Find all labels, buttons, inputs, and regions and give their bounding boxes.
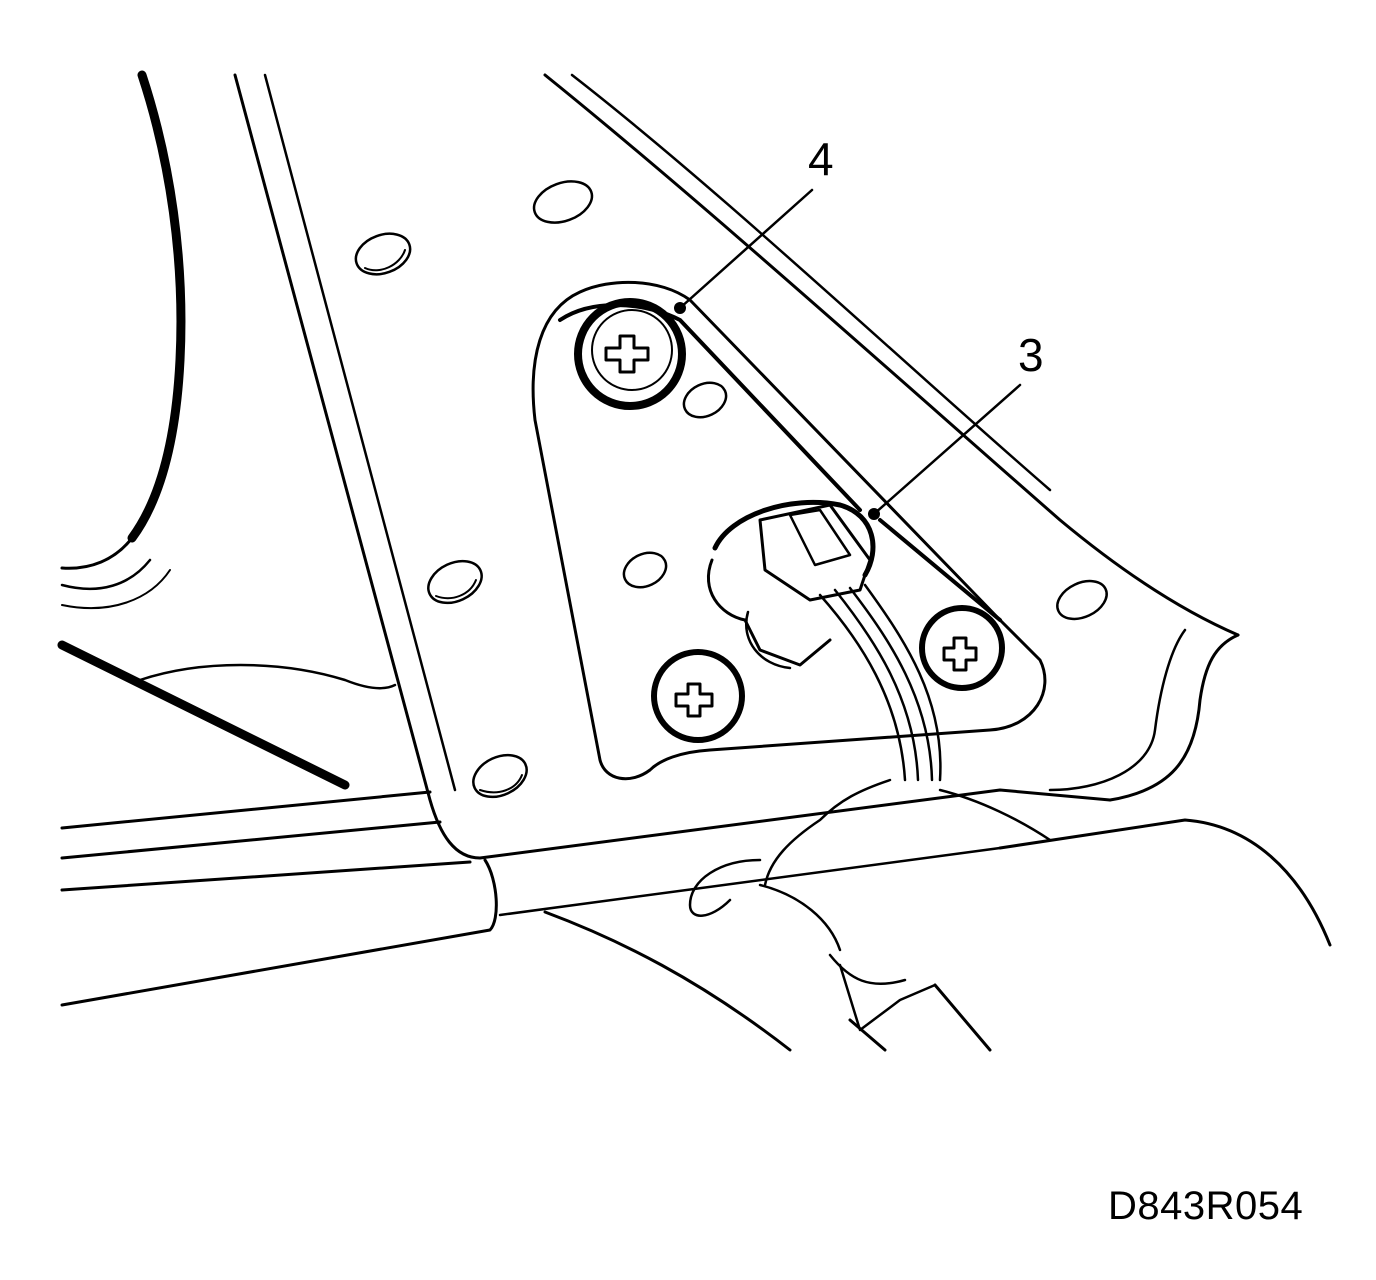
sail-panel [233, 73, 1240, 860]
leader-dot-4 [674, 302, 686, 314]
panel-holes [354, 180, 1108, 799]
leader-line-4 [678, 188, 814, 310]
mounting-plate [531, 280, 1047, 781]
leader-dot-3 [868, 508, 880, 520]
figure-reference-id: D843R054 [1108, 1184, 1304, 1228]
wire-harness [543, 583, 1052, 1052]
screw-lower-left-icon [651, 649, 745, 743]
screw-lower-right-icon [919, 605, 1005, 691]
mounting-screws [574, 298, 1005, 743]
callout-label-3: 3 [1018, 329, 1044, 381]
door-panel-edge [60, 70, 186, 609]
lower-trim [57, 640, 1332, 1007]
harness-connector [706, 499, 876, 670]
leader-line-3 [872, 383, 1022, 516]
callout-leaders [674, 188, 1022, 520]
screw-upper-icon [574, 298, 686, 410]
callout-label-4: 4 [808, 133, 834, 185]
